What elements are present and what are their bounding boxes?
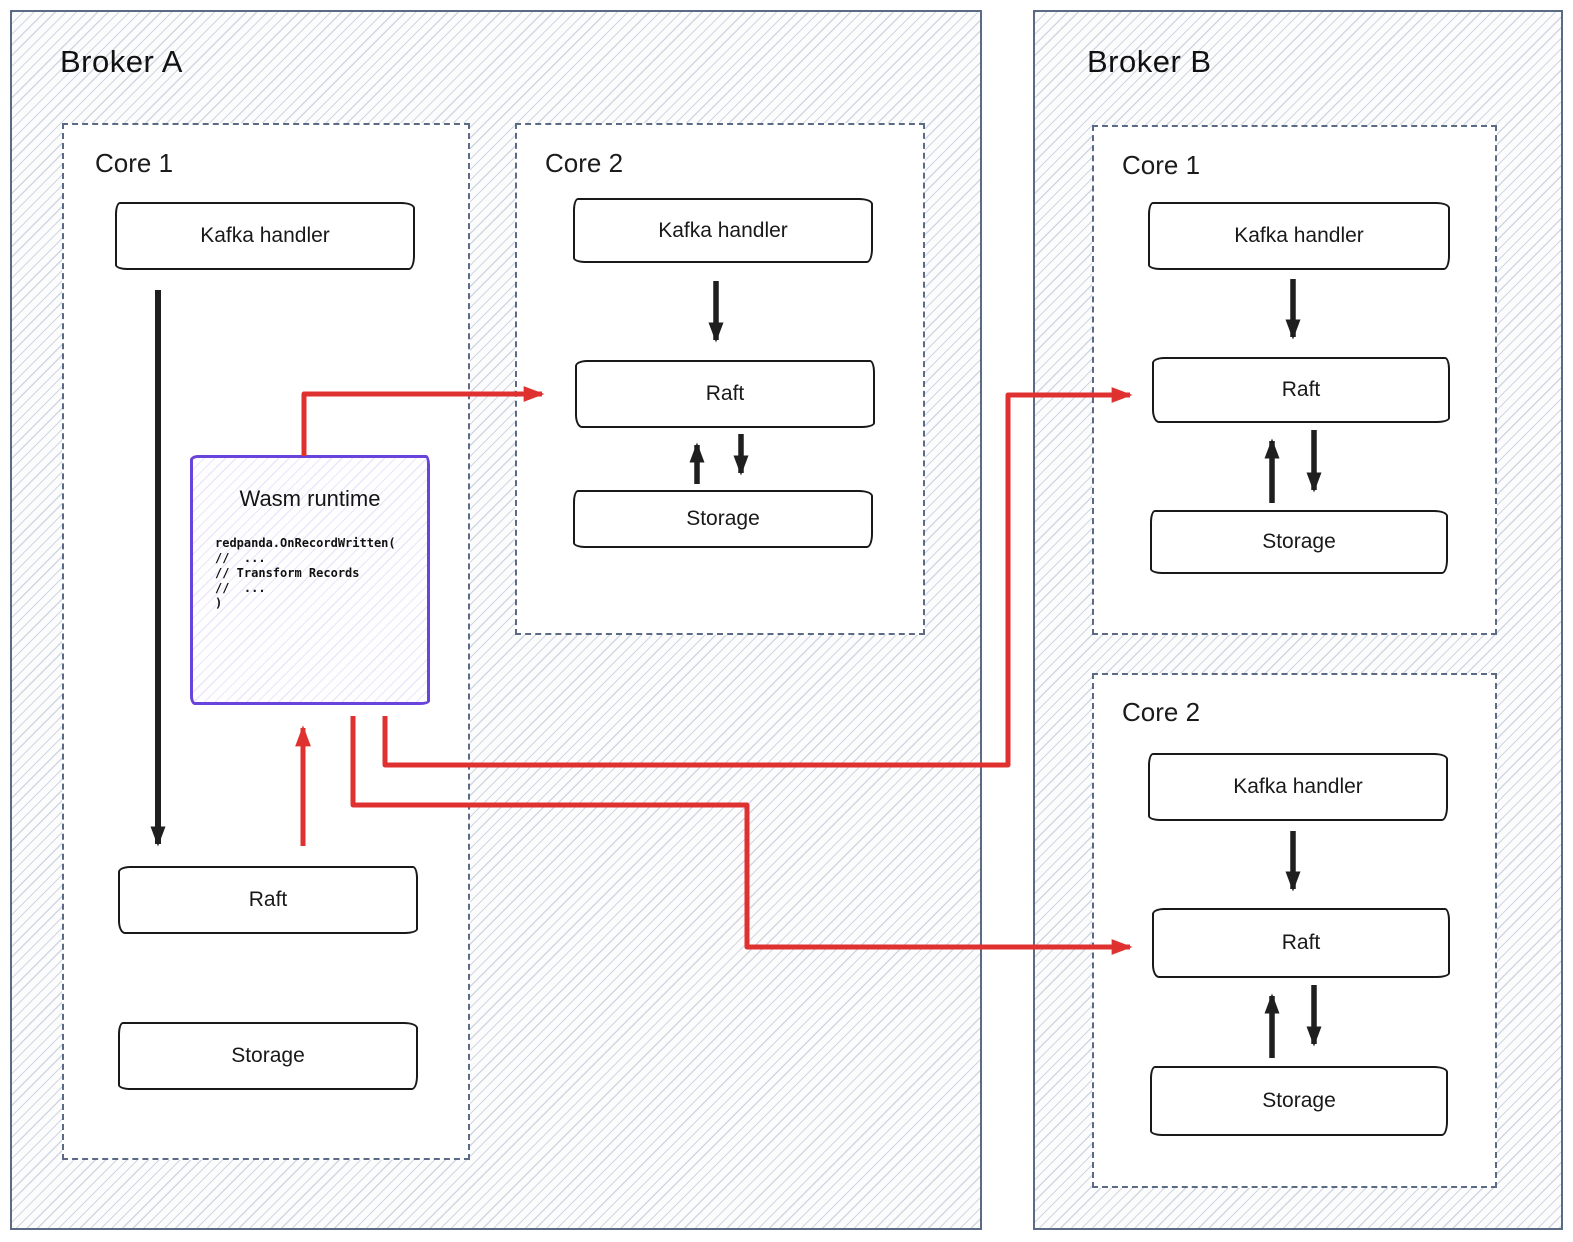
broker-b-core1-storage-label: Storage bbox=[1262, 530, 1336, 553]
broker-a-title: Broker A bbox=[60, 44, 183, 79]
wasm-runtime-title: Wasm runtime bbox=[239, 486, 381, 511]
broker-b-core2-title: Core 2 bbox=[1122, 697, 1201, 727]
broker-b-core2-storage-box: Storage bbox=[1150, 1066, 1448, 1136]
broker-b-title: Broker B bbox=[1087, 44, 1212, 79]
broker-a-core1-storage-label: Storage bbox=[231, 1044, 305, 1067]
broker-a-core2-raft-label: Raft bbox=[705, 382, 745, 405]
broker-a-core1-raft-label: Raft bbox=[248, 888, 288, 911]
broker-b-core2-kafka-box: Kafka handler bbox=[1148, 753, 1448, 821]
broker-a-core1-title: Core 1 bbox=[95, 148, 174, 178]
broker-a-core2-raft-box: Raft bbox=[575, 360, 875, 428]
broker-b-core1-raft-box: Raft bbox=[1152, 357, 1450, 423]
broker-a-core2-storage-label: Storage bbox=[686, 507, 760, 530]
wasm-runtime-box: Wasm runtime redpanda.OnRecordWritten( /… bbox=[190, 455, 430, 705]
broker-a-core1-storage-box: Storage bbox=[118, 1022, 418, 1090]
broker-a-core2-kafka-label: Kafka handler bbox=[658, 218, 788, 242]
broker-b-core1-kafka-label: Kafka handler bbox=[1234, 224, 1364, 247]
broker-a-core1-kafka-label: Kafka handler bbox=[200, 224, 330, 247]
broker-a-core2-title: Core 2 bbox=[545, 148, 624, 178]
broker-a-core2-storage-box: Storage bbox=[573, 490, 873, 548]
broker-b-core2-raft-box: Raft bbox=[1152, 908, 1450, 978]
broker-b-core2-kafka-label: Kafka handler bbox=[1233, 775, 1363, 798]
broker-b-core1-storage-box: Storage bbox=[1150, 510, 1448, 574]
wasm-runtime-code: redpanda.OnRecordWritten( // ... // Tran… bbox=[215, 536, 396, 610]
broker-b-core2-storage-label: Storage bbox=[1262, 1089, 1336, 1112]
broker-b-core1-title: Core 1 bbox=[1122, 150, 1201, 180]
broker-b-core1-kafka-box: Kafka handler bbox=[1148, 202, 1450, 270]
broker-b-core1-raft-label: Raft bbox=[1281, 378, 1321, 401]
broker-b-core2-raft-label: Raft bbox=[1281, 931, 1321, 954]
broker-a-core1-kafka-box: Kafka handler bbox=[115, 202, 415, 270]
broker-a-core2-kafka-box: Kafka handler bbox=[573, 198, 873, 263]
broker-a-core1-raft-box: Raft bbox=[118, 866, 418, 934]
